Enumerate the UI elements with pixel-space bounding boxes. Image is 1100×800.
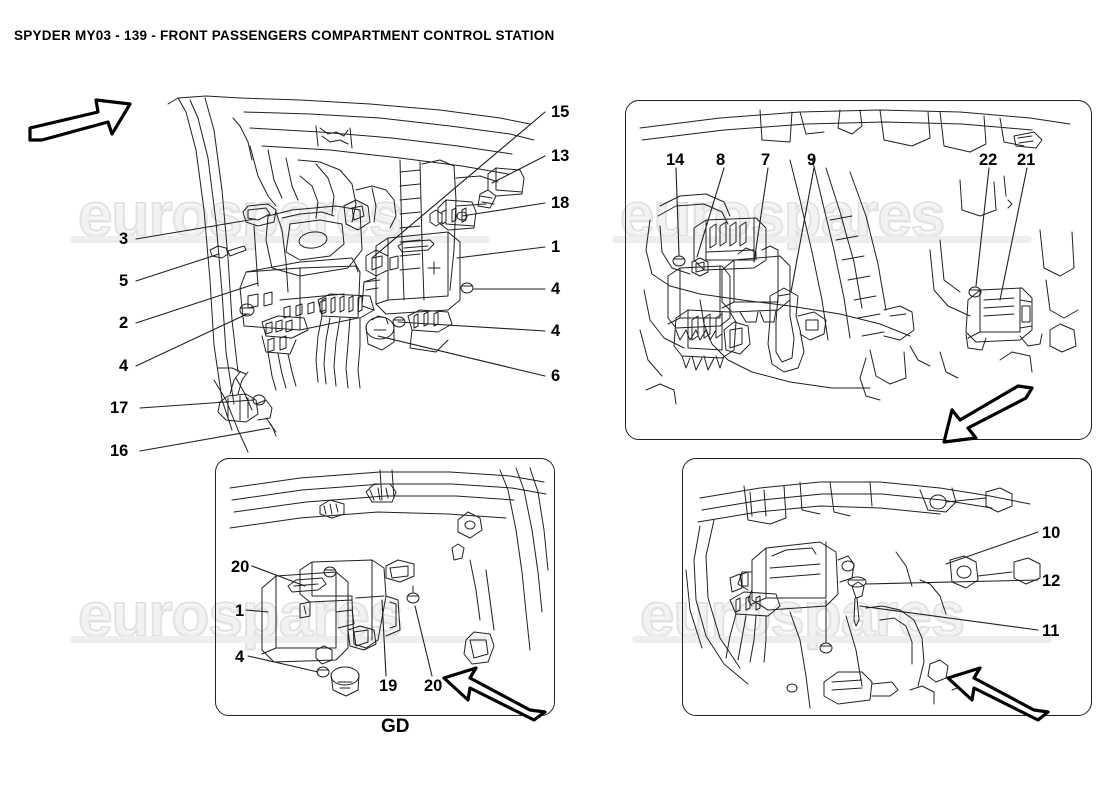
callout-ref-10[interactable]: 10 [1042,524,1061,542]
panel-bottom-right-border [682,458,1092,716]
callout-ref-6[interactable]: 6 [551,367,561,385]
art-top-left [167,95,535,453]
callout-ref-21[interactable]: 21 [1017,151,1036,169]
page-title: SPYDER MY03 - 139 - FRONT PASSENGERS COM… [14,28,555,43]
variant-label-gd: GD [371,717,420,736]
callout-ref-20-a[interactable]: 20 [231,558,250,576]
callout-ref-8[interactable]: 8 [716,151,726,169]
callout-ref-11[interactable]: 11 [1042,622,1060,640]
callout-ref-14[interactable]: 14 [666,151,685,169]
panel-top-right-border [625,100,1092,440]
callout-ref-3[interactable]: 3 [119,230,129,248]
callout-ref-9[interactable]: 9 [807,151,817,169]
watermark-underline-bottom-right [632,636,1052,643]
callout-ref-5[interactable]: 5 [119,272,129,290]
callout-ref-13[interactable]: 13 [551,147,570,165]
callout-ref-17[interactable]: 17 [110,399,129,417]
callout-ref-4-bottom-left[interactable]: 4 [235,648,245,666]
callout-ref-1-bottom-left[interactable]: 1 [235,602,245,620]
watermark-underline-top-left [70,236,490,243]
callout-ref-4-left[interactable]: 4 [119,357,129,375]
callout-ref-7[interactable]: 7 [761,151,771,169]
callout-ref-12[interactable]: 12 [1042,572,1061,590]
callout-ref-4-top-right-b[interactable]: 4 [551,322,561,340]
callout-ref-20-b[interactable]: 20 [424,677,443,695]
callout-ref-4-top-right-a[interactable]: 4 [551,280,561,298]
arrow-up-right-icon [28,98,132,142]
callout-ref-15[interactable]: 15 [551,103,570,121]
callout-ref-22[interactable]: 22 [979,151,998,169]
callout-ref-16[interactable]: 16 [110,442,129,460]
panel-bottom-left-border [215,458,555,716]
callout-ref-18[interactable]: 18 [551,194,570,212]
callout-ref-2[interactable]: 2 [119,314,129,332]
callout-ref-19[interactable]: 19 [379,677,398,695]
callout-ref-1-top-left[interactable]: 1 [551,238,561,256]
